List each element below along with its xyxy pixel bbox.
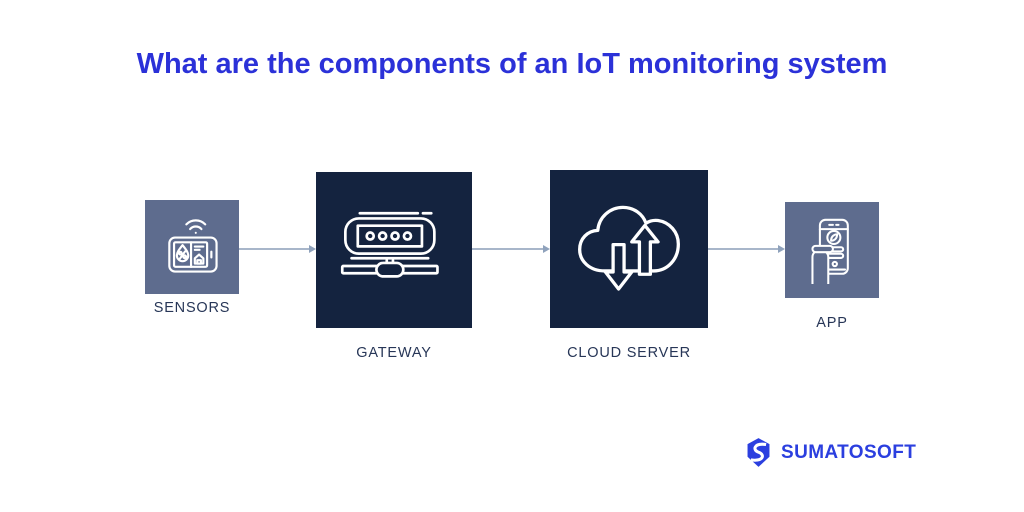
gateway-router-icon bbox=[340, 211, 439, 278]
node-app-label: APP bbox=[816, 315, 848, 331]
brand-logo: SUMATOSOFT bbox=[745, 437, 916, 468]
connector-line bbox=[708, 248, 780, 250]
cloud-sync-icon bbox=[578, 205, 680, 291]
connector-line bbox=[239, 248, 311, 250]
arrowhead-right-icon bbox=[543, 245, 550, 253]
node-sensors-label: SENSORS bbox=[153, 300, 231, 316]
connector-gateway-cloud bbox=[472, 244, 550, 254]
connector-cloud-app bbox=[708, 244, 785, 254]
connector-line bbox=[472, 248, 545, 250]
brand-name: SUMATOSOFT bbox=[781, 441, 917, 463]
node-gateway bbox=[316, 172, 472, 328]
connector-sensors-gateway bbox=[239, 244, 316, 254]
sumatosoft-shield-icon bbox=[747, 438, 770, 467]
node-app bbox=[785, 202, 879, 298]
mobile-app-in-hand-icon bbox=[811, 218, 849, 284]
page-title: What are the components of an IoT monito… bbox=[136, 48, 888, 80]
arrowhead-right-icon bbox=[778, 245, 785, 253]
node-cloud-server bbox=[550, 170, 708, 328]
sensor-device-icon bbox=[168, 219, 218, 273]
node-gateway-label: GATEWAY bbox=[356, 345, 432, 361]
node-cloud-server-label: CLOUD SERVER bbox=[567, 345, 691, 361]
arrowhead-right-icon bbox=[309, 245, 316, 253]
node-sensors bbox=[145, 200, 239, 294]
